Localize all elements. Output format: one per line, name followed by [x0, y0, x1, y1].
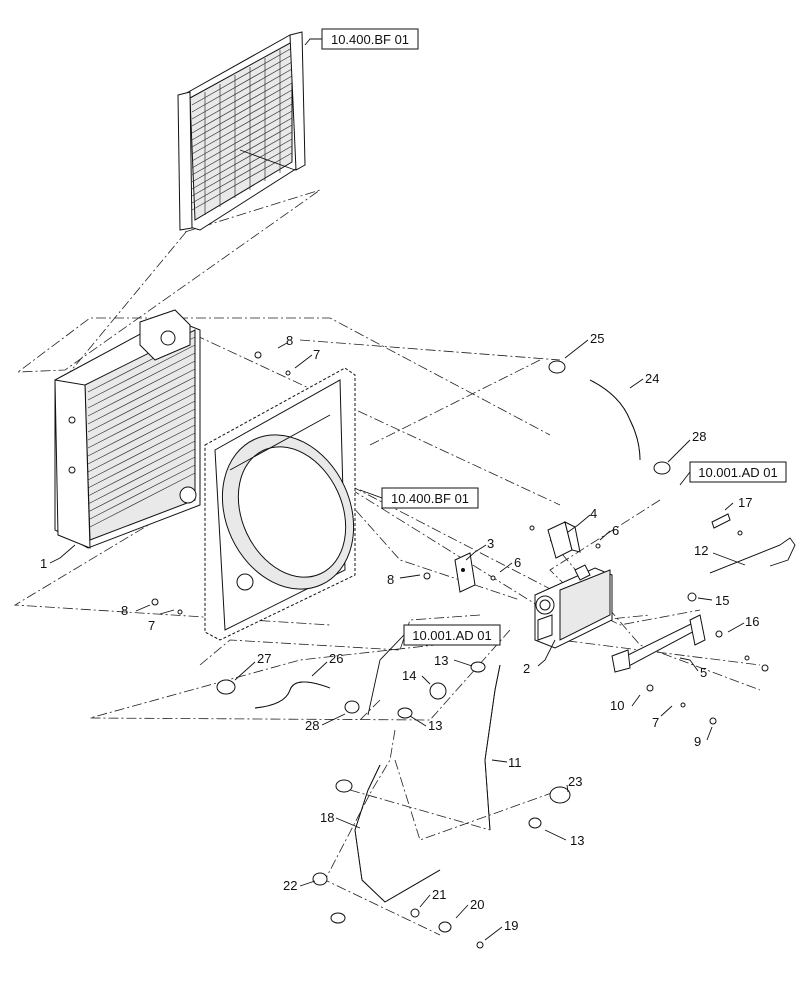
callout-12: 12 [694, 543, 708, 558]
callout-15: 15 [715, 593, 729, 608]
reference-box-hose-lower[interactable]: 10.001.AD 01 [367, 624, 501, 716]
bleed-pipe [484, 664, 501, 831]
callout-17: 17 [738, 495, 752, 510]
reference-label: 10.001.AD 01 [412, 628, 492, 643]
reference-label: 10.400.BF 01 [391, 491, 469, 506]
callout-labels: 1 2 3 4 5 6 6 7 7 7 8 8 8 9 10 11 12 13 … [40, 331, 759, 933]
level-sensor [547, 521, 581, 559]
callout-13: 13 [570, 833, 584, 848]
callout-5: 5 [700, 665, 707, 680]
callout-1: 1 [40, 556, 47, 571]
callout-7: 7 [148, 618, 155, 633]
callout-13: 13 [428, 718, 442, 733]
callout-11: 11 [508, 755, 522, 770]
radiator [54, 309, 201, 549]
callout-16: 16 [745, 614, 759, 629]
callout-13: 13 [434, 653, 448, 668]
lower-hose [254, 681, 331, 709]
callout-21: 21 [432, 887, 446, 902]
callout-20: 20 [470, 897, 484, 912]
callout-7: 7 [652, 715, 659, 730]
upper-hose [589, 379, 641, 461]
charge-air-cooler-top [177, 31, 306, 231]
coolant-tube [354, 764, 441, 903]
leader-lines [49, 339, 746, 941]
expansion-tank [534, 564, 613, 649]
callout-10: 10 [610, 698, 624, 713]
overflow-pipe [709, 537, 796, 574]
callout-28: 28 [305, 718, 319, 733]
callout-8: 8 [387, 572, 394, 587]
hose-clamps [216, 360, 671, 949]
callout-8: 8 [121, 603, 128, 618]
callout-6: 6 [612, 523, 619, 538]
callout-22: 22 [283, 878, 297, 893]
callout-25: 25 [590, 331, 604, 346]
callout-8: 8 [286, 333, 293, 348]
assembly-lines [13, 189, 761, 936]
callout-24: 24 [645, 371, 659, 386]
callout-6: 6 [514, 555, 521, 570]
fasteners [151, 351, 769, 725]
reference-box-top[interactable]: 10.400.BF 01 [304, 28, 419, 50]
callout-27: 27 [257, 651, 271, 666]
fan-shroud [204, 367, 356, 641]
callout-4: 4 [590, 506, 597, 521]
callout-28: 28 [692, 429, 706, 444]
reference-box-shroud[interactable]: 10.400.BF 01 [359, 487, 479, 509]
callout-2: 2 [523, 661, 530, 676]
callout-14: 14 [402, 668, 416, 683]
reference-label: 10.001.AD 01 [698, 465, 778, 480]
callout-9: 9 [694, 734, 701, 749]
callout-19: 19 [504, 918, 518, 933]
mounting-bracket [611, 614, 706, 673]
bracket [454, 552, 476, 593]
callout-7: 7 [313, 347, 320, 362]
callout-3: 3 [487, 536, 494, 551]
reference-label: 10.400.BF 01 [331, 32, 409, 47]
callout-23: 23 [568, 774, 582, 789]
reference-box-hose-upper[interactable]: 10.001.AD 01 [679, 461, 787, 486]
callout-26: 26 [329, 651, 343, 666]
callout-18: 18 [320, 810, 334, 825]
